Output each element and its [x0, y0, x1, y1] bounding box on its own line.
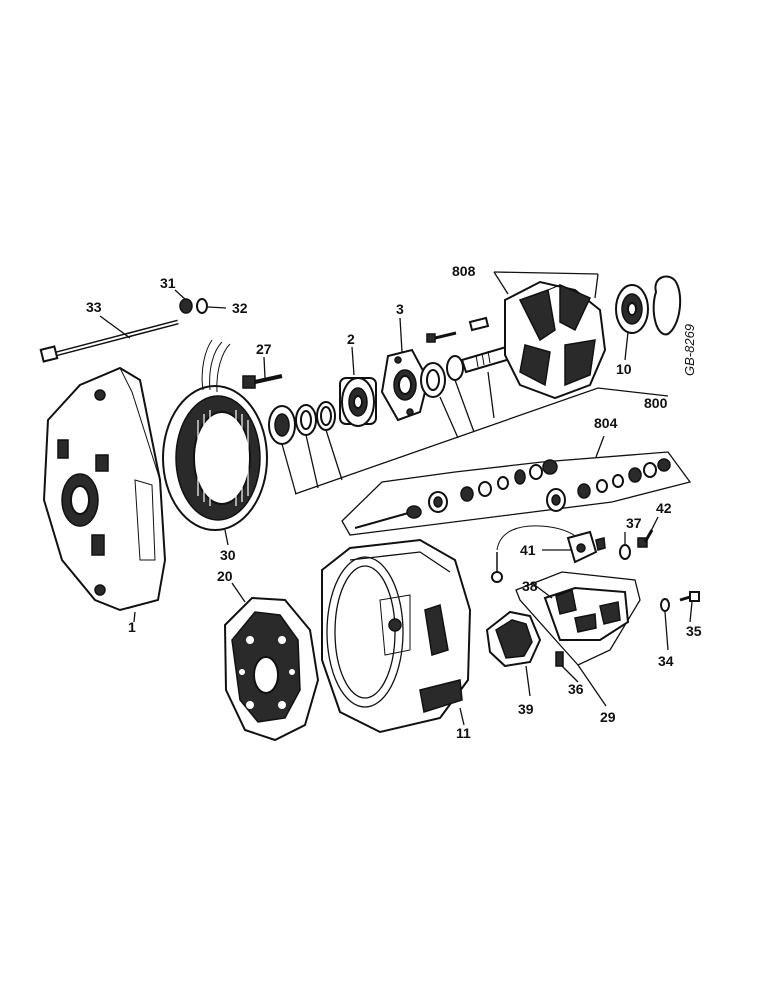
- callout-32: 32: [232, 300, 248, 316]
- callout-37: 37: [626, 515, 642, 531]
- rotor-seal-rings: [420, 355, 464, 398]
- callout-35: 35: [686, 623, 702, 639]
- callout-33: 33: [86, 299, 102, 315]
- callout-labels: 1 2 3 10 11 20 27 29 30 31 32 33 34 35 3…: [86, 263, 702, 741]
- callout-10: 10: [616, 361, 632, 377]
- spring-36: [555, 651, 564, 667]
- callout-38: 38: [522, 578, 538, 594]
- bearing-2: [339, 377, 377, 427]
- callout-42: 42: [656, 500, 672, 516]
- regulator-assembly-29: [515, 571, 641, 666]
- bearing-spacer-rings: [268, 401, 336, 445]
- callout-41: 41: [520, 542, 536, 558]
- drive-end-housing: [42, 366, 167, 612]
- bearing-seal: [652, 275, 682, 336]
- rear-bearing-10: [615, 284, 649, 334]
- nut-31: [179, 298, 193, 314]
- rotor-screw: [426, 331, 457, 343]
- washer-34: [660, 598, 670, 612]
- callout-29: 29: [600, 709, 616, 725]
- callout-1: 1: [128, 619, 136, 635]
- through-bolt: [39, 319, 179, 363]
- screw-27: [242, 374, 283, 389]
- callout-31: 31: [160, 275, 176, 291]
- callout-30: 30: [220, 547, 236, 563]
- diode-kit-804: [341, 451, 692, 536]
- rotor-808: [460, 280, 607, 400]
- callout-11: 11: [456, 725, 471, 741]
- washer-37: [619, 544, 631, 560]
- callout-20: 20: [217, 568, 233, 584]
- stator: [162, 339, 268, 531]
- callout-39: 39: [518, 701, 534, 717]
- rectifier-20: [223, 596, 320, 742]
- drawing-reference: GB-8269: [682, 324, 697, 376]
- slip-ring-end-housing: [321, 538, 472, 734]
- leader-lines: [99, 271, 693, 726]
- screw-35: [679, 591, 700, 602]
- brush-holder-39: [485, 610, 542, 668]
- callout-3: 3: [396, 301, 404, 317]
- callout-800: 800: [644, 395, 668, 411]
- washer-32: [196, 298, 208, 314]
- lead-41: [491, 525, 606, 583]
- callout-804: 804: [594, 415, 618, 431]
- callout-34: 34: [658, 653, 674, 669]
- callout-36: 36: [568, 681, 584, 697]
- callout-2: 2: [347, 331, 355, 347]
- woodruff-key: [468, 316, 490, 332]
- callout-27: 27: [256, 341, 272, 357]
- callout-808: 808: [452, 263, 476, 279]
- retainer-plate-3: [380, 348, 430, 422]
